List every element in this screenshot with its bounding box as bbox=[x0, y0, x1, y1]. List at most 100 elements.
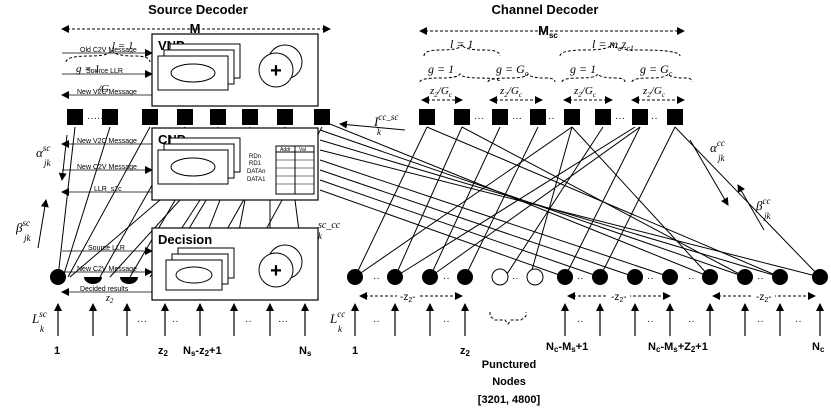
decision-title: Decision bbox=[158, 232, 212, 247]
icc-sc-label: Icc_sc bbox=[373, 112, 398, 129]
svg-text:DATAn: DATAn bbox=[247, 169, 265, 175]
channel-variable-node bbox=[627, 269, 643, 285]
svg-text:RDn: RDn bbox=[249, 154, 261, 160]
source-check-node bbox=[102, 109, 118, 125]
svg-text:Punctured: Punctured bbox=[482, 359, 536, 371]
channel-z-label: z2/Gc bbox=[499, 85, 523, 99]
decision-box: Decision + bbox=[151, 227, 319, 301]
channel-variable-node bbox=[772, 269, 788, 285]
channel-variable-node bbox=[457, 269, 473, 285]
svg-text:New C2V Message: New C2V Message bbox=[77, 164, 137, 171]
isc-cc-label: sc_cc bbox=[318, 220, 341, 231]
channel-variable-node bbox=[737, 269, 753, 285]
source-alpha-beta: αsc jk βsc jk bbox=[15, 134, 68, 249]
svg-text:-z2-: -z2- bbox=[400, 292, 416, 304]
svg-text:··: ·· bbox=[172, 316, 179, 327]
channel-variable-nodes: ·· ·· ·· ·· ·· ·· ·· bbox=[347, 268, 828, 286]
source-index-labels: 1 z2 Ns-z2+1 Ns bbox=[54, 345, 312, 358]
channel-l2-label: l = mczc1 bbox=[592, 37, 634, 53]
channel-variable-node bbox=[702, 269, 718, 285]
svg-text:DATA1: DATA1 bbox=[247, 177, 266, 183]
source-check-node bbox=[314, 109, 330, 125]
svg-text:··: ·· bbox=[688, 316, 695, 327]
channel-m-span: Msc bbox=[419, 23, 685, 40]
source-messages-top: Old C2V Message Source LLR New V2C Messa… bbox=[61, 47, 153, 99]
svg-text:···: ··· bbox=[474, 113, 484, 124]
svg-text:k: k bbox=[40, 324, 45, 334]
svg-text:··: ·· bbox=[373, 273, 380, 284]
svg-text:·····: ····· bbox=[87, 113, 104, 124]
punctured-nodes-label: Punctured Nodes [3201, 4800] bbox=[478, 359, 541, 406]
svg-text:··: ·· bbox=[548, 113, 555, 124]
old-c2v-message-text: Old C2V Message bbox=[80, 47, 137, 54]
punctured-node bbox=[526, 268, 544, 286]
svg-text:···: ··· bbox=[137, 316, 147, 327]
channel-variable-node bbox=[387, 269, 403, 285]
channel-check-nodes: ··· ··· ·· ··· ·· bbox=[419, 109, 683, 125]
channel-g-label: g = Gc bbox=[640, 62, 673, 78]
source-check-nodes: ····· bbox=[67, 109, 330, 125]
channel-variable-node bbox=[557, 269, 573, 285]
source-messages-mid: New V2C Message New C2V Message LLR_s2c bbox=[61, 138, 153, 196]
channel-check-node bbox=[564, 109, 580, 125]
channel-top-labels: l = 1 l = mczc1 g = 1 g = Gc g = 1 g = G… bbox=[419, 37, 693, 104]
source-check-node bbox=[142, 109, 158, 125]
svg-text:1: 1 bbox=[352, 345, 358, 357]
channel-edges bbox=[354, 126, 821, 278]
svg-text:RD1: RD1 bbox=[249, 161, 262, 167]
svg-text:Addr: Addr bbox=[280, 147, 291, 153]
cross-edges bbox=[319, 119, 821, 278]
channel-index-labels: 1 z2 Nc-Ms+1 Nc-Ms+Z2+1 Nc bbox=[352, 341, 825, 358]
svg-text:Source LLR: Source LLR bbox=[88, 245, 125, 252]
svg-text:··: ·· bbox=[443, 273, 450, 284]
channel-check-node bbox=[667, 109, 683, 125]
source-check-node bbox=[242, 109, 258, 125]
svg-text:··: ·· bbox=[647, 316, 654, 327]
decision-plus: + bbox=[270, 260, 282, 282]
channel-input-arrows bbox=[351, 303, 824, 336]
source-check-node bbox=[67, 109, 83, 125]
source-lk-label: Lsc bbox=[31, 309, 47, 326]
source-alpha-label: αsc bbox=[36, 143, 50, 160]
channel-g-label: g = 1 bbox=[570, 62, 596, 76]
svg-text:··: ·· bbox=[757, 316, 764, 327]
channel-z-label: z2/Gc bbox=[573, 85, 597, 99]
channel-variable-node bbox=[592, 269, 608, 285]
svg-text:z2: z2 bbox=[460, 345, 471, 358]
channel-decoder-title: Channel Decoder bbox=[492, 2, 599, 17]
svg-text:Nodes: Nodes bbox=[492, 376, 526, 388]
svg-text:··: ·· bbox=[443, 316, 450, 327]
channel-check-node bbox=[454, 109, 470, 125]
source-check-node bbox=[210, 109, 226, 125]
svg-text:z2: z2 bbox=[105, 293, 114, 305]
channel-check-node bbox=[595, 109, 611, 125]
source-decoder-title: Source Decoder bbox=[148, 2, 248, 17]
source-llr-top-text: Source LLR bbox=[86, 68, 123, 75]
svg-text:jk: jk bbox=[763, 211, 772, 221]
channel-check-node bbox=[530, 109, 546, 125]
source-variable-node bbox=[50, 269, 66, 285]
svg-text:jk: jk bbox=[23, 233, 32, 243]
vnp-plus: + bbox=[270, 60, 282, 82]
channel-g-label: g = 1 bbox=[428, 62, 454, 76]
source-input-arrows bbox=[54, 303, 309, 336]
source-variable-node bbox=[120, 277, 138, 284]
punctured-bracket bbox=[489, 312, 527, 325]
vnp-box: VNP + bbox=[151, 33, 319, 107]
source-check-node bbox=[277, 109, 293, 125]
channel-alpha-label: αcc bbox=[710, 138, 725, 155]
svg-text:Nc: Nc bbox=[812, 341, 825, 354]
svg-text:k: k bbox=[377, 127, 382, 137]
svg-text:··: ·· bbox=[757, 273, 764, 284]
svg-text:··: ·· bbox=[688, 273, 695, 284]
source-check-node bbox=[177, 109, 193, 125]
svg-text:-z2-: -z2- bbox=[611, 292, 627, 304]
svg-text:jk: jk bbox=[43, 158, 52, 168]
channel-variable-node bbox=[662, 269, 678, 285]
svg-text:New V2C Message: New V2C Message bbox=[77, 138, 137, 145]
svg-text:New C2V Message: New C2V Message bbox=[77, 266, 137, 273]
svg-text:1: 1 bbox=[54, 345, 60, 357]
svg-text:···: ··· bbox=[278, 316, 288, 327]
svg-text:···: ··· bbox=[512, 113, 522, 124]
